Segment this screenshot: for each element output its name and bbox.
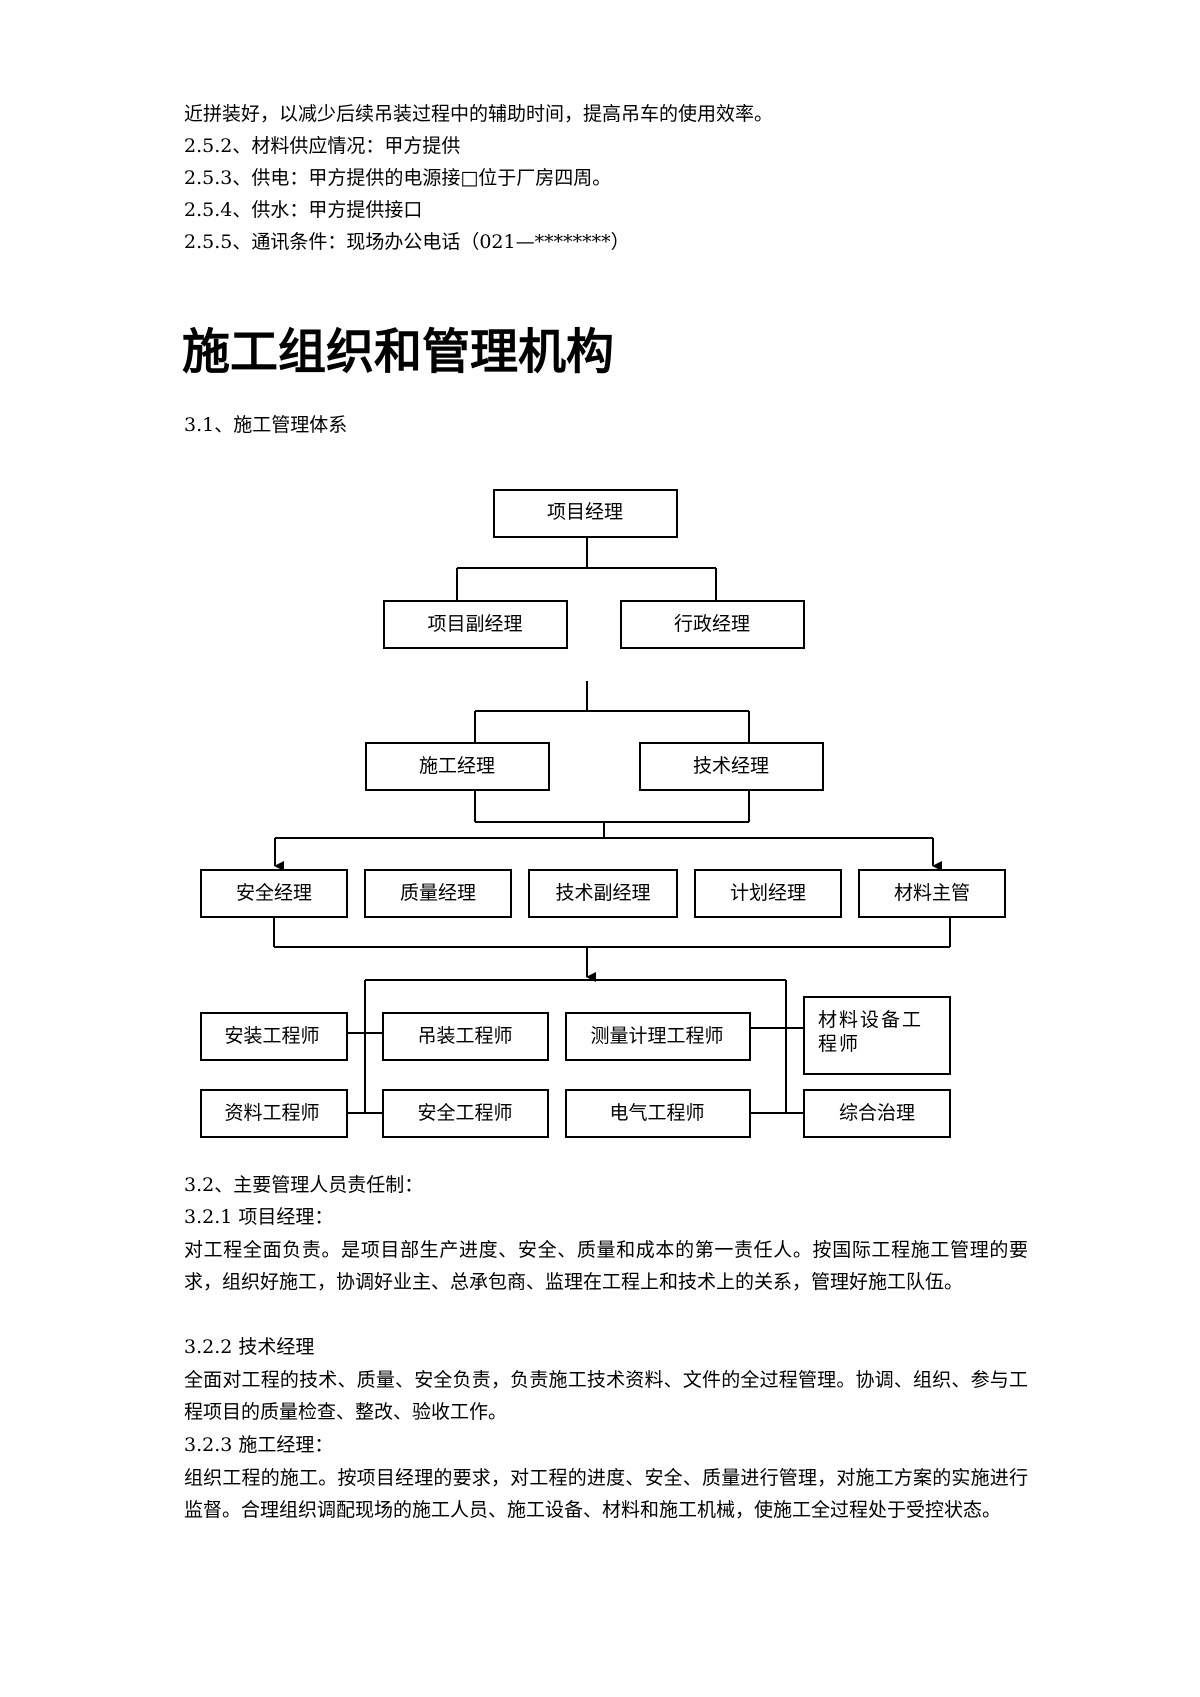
label-planning-manager: 计划经理 [730, 882, 806, 904]
text-line-2: 2.5.2、材料供应情况：甲方提供 [184, 135, 461, 157]
box-materials-supervisor [858, 869, 1006, 918]
chart-labels: 项目经理 项目副经理 行政经理 施工经理 技术经理 安全经理 质量经理 技术副经… [224, 501, 970, 1124]
section-title: 施工组织和管理机构 [182, 324, 615, 380]
paragraph-3-2-3: 组织工程的施工。按项目经理的要求，对工程的进度、安全、质量进行管理，对施工方案的… [184, 1467, 1028, 1521]
box-comprehensive-management [803, 1089, 951, 1138]
label-documentation-engineer: 资料工程师 [224, 1102, 319, 1124]
paragraph-3-2-2: 全面对工程的技术、质量、安全负责，负责施工技术资料、文件的全过程管理。协调、组织… [184, 1369, 1028, 1423]
subsection-3-2-1: 3.2.1 项目经理： [184, 1206, 334, 1228]
box-construction-manager [365, 742, 550, 791]
label-safety-engineer: 安全工程师 [417, 1102, 512, 1124]
chart-boxes [200, 489, 1006, 1138]
label-equipment-engineer-line1: 材料设备工 [818, 1009, 923, 1031]
box-electrical-engineer [565, 1089, 751, 1138]
box-surveying-engineer [565, 1012, 751, 1061]
box-installation-engineer [200, 1012, 348, 1061]
label-equipment-engineer-line2: 程师 [818, 1033, 860, 1055]
label-surveying-engineer: 测量计理工程师 [590, 1025, 723, 1047]
text-line-5: 2.5.5、通讯条件：现场办公电话（021—********） [184, 231, 630, 253]
text-line-1: 近拼装好，以减少后续吊装过程中的辅助时间，提高吊车的使用效率。 [184, 103, 774, 125]
box-project-manager [493, 489, 678, 538]
box-hoisting-engineer [382, 1012, 549, 1061]
box-safety-manager [200, 869, 348, 918]
label-installation-engineer: 安装工程师 [224, 1025, 319, 1047]
connector-lines [273, 537, 951, 1114]
label-materials-supervisor: 材料主管 [894, 882, 970, 904]
box-equipment-engineer [803, 996, 951, 1075]
label-deputy-technical-manager: 技术副经理 [555, 882, 650, 904]
text-line-4: 2.5.4、供水：甲方提供接口 [184, 199, 423, 221]
label-electrical-engineer: 电气工程师 [609, 1102, 704, 1124]
box-technical-manager [639, 742, 824, 791]
paragraph-3-2-1: 对工程全面负责。是项目部生产进度、安全、质量和成本的第一责任人。按国际工程施工管… [184, 1239, 1028, 1293]
label-quality-manager: 质量经理 [400, 882, 476, 904]
subsection-3-2: 3.2、主要管理人员责任制： [184, 1174, 424, 1196]
box-planning-manager [694, 869, 842, 918]
subsection-3-2-2: 3.2.2 技术经理 [184, 1336, 315, 1358]
label-comprehensive-management: 综合治理 [839, 1102, 915, 1124]
label-admin-manager: 行政经理 [674, 613, 750, 635]
label-technical-manager: 技术经理 [693, 755, 769, 777]
box-safety-engineer [382, 1089, 549, 1138]
label-hoisting-engineer: 吊装工程师 [417, 1025, 512, 1047]
subsection-3-2-3: 3.2.3 施工经理： [184, 1434, 334, 1456]
box-quality-manager [364, 869, 512, 918]
label-construction-manager: 施工经理 [419, 755, 495, 777]
text-line-3: 2.5.3、供电：甲方提供的电源接□位于厂房四周。 [184, 167, 612, 189]
box-documentation-engineer [200, 1089, 348, 1138]
label-deputy-project-manager: 项目副经理 [427, 613, 522, 635]
label-project-manager: 项目经理 [547, 501, 623, 523]
chart-labels-multiline: 材料设备工 程师 [818, 1009, 923, 1055]
box-deputy-technical-manager [528, 869, 678, 918]
box-deputy-project-manager [383, 600, 568, 649]
label-safety-manager: 安全经理 [236, 882, 312, 904]
box-admin-manager [620, 600, 805, 649]
subsection-3-1: 3.1、施工管理体系 [184, 414, 348, 436]
